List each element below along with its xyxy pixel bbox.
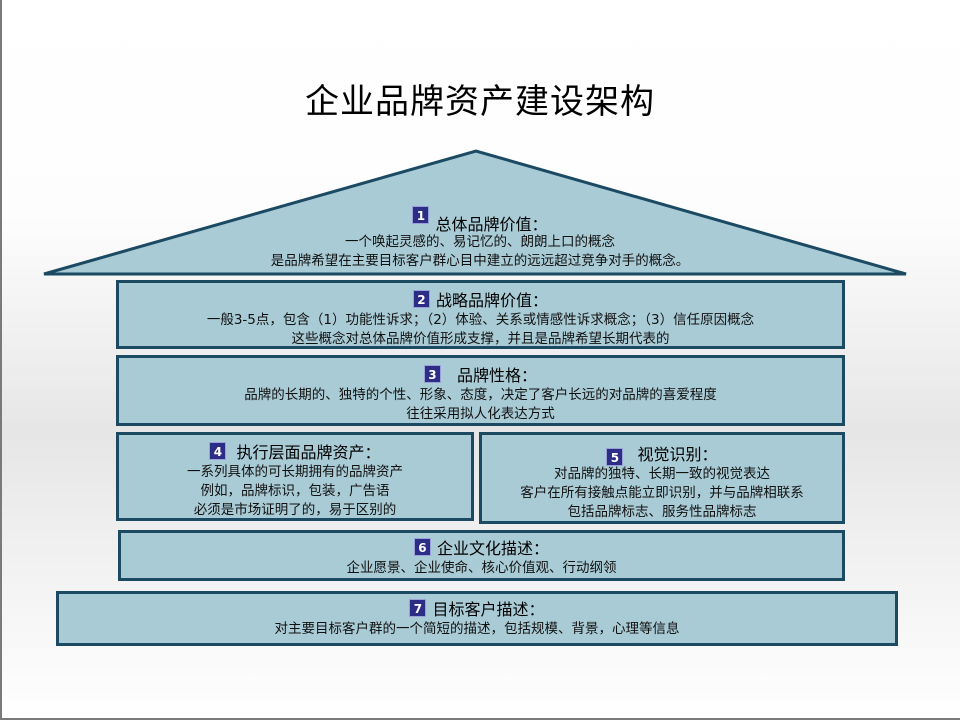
bottom-frame-line (0, 718, 960, 720)
layer-7-number-badge: 7 (409, 599, 427, 617)
layer-5-line: 对品牌的独特、长期一致的视觉表达 (554, 466, 770, 482)
page-title: 企业品牌资产建设架构 (305, 82, 655, 122)
layer-7-title: 目标客户描述： (432, 600, 545, 619)
layer-4-line: 例如，品牌标识，包装，广告语 (200, 483, 390, 499)
layer-6-line: 企业愿景、企业使命、核心价值观、行动纲领 (346, 560, 617, 576)
left-frame-line (0, 0, 2, 720)
layer-5-heading: 5 视觉识别： (606, 441, 718, 466)
layer-1-title: 总体品牌价值： (435, 215, 548, 234)
layer-7-box: 7 目标客户描述： 对主要目标客户群的一个简短的描述，包括规模、背景，心理等信息 (56, 591, 898, 646)
layer-3-heading: 3 品牌性格： (423, 362, 537, 386)
layer-3-line: 品牌的长期的、独特的个性、形象、态度，决定了客户长远的对品牌的喜爱程度 (244, 387, 717, 403)
layer-4-title: 执行层面品牌资产： (236, 443, 381, 462)
layer-6-heading: 6 企业文化描述： (413, 535, 549, 559)
layer-1-line: 一个唤起灵感的、易记忆的、朗朗上口的概念 (345, 234, 615, 250)
layer-3-number-badge: 3 (423, 365, 441, 383)
layer-5-line: 客户在所有接触点能立即识别，并与品牌相联系 (520, 485, 804, 501)
layer-5-number-badge: 5 (606, 448, 624, 466)
layer-7-line: 对主要目标客户群的一个简短的描述，包括规模、背景，心理等信息 (274, 621, 680, 637)
layer-7-heading: 7 目标客户描述： (409, 596, 545, 620)
layer-3-title: 品牌性格： (456, 366, 537, 385)
layer-5-title: 视觉识别： (637, 445, 718, 464)
layer-1: 1 总体品牌价值： 一个唤起灵感的、易记忆的、朗朗上口的概念 是品牌希望在主要目… (0, 203, 960, 271)
layer-1-heading: 1 总体品牌价值： (412, 203, 548, 234)
layer-6-number-badge: 6 (413, 538, 431, 556)
layer-4-line: 一系列具体的可长期拥有的品牌资产 (187, 464, 403, 480)
layer-2-number-badge: 2 (412, 290, 430, 308)
layer-5-box: 5 视觉识别： 对品牌的独特、长期一致的视觉表达 客户在所有接触点能立即识别，并… (479, 432, 845, 524)
layer-1-line: 是品牌希望在主要目标客户群心目中建立的远远超过竞争对手的概念。 (270, 253, 690, 269)
layer-2-line: 一般3-5点，包含（1）功能性诉求；（2）体验、关系或情感性诉求概念；（3）信任… (206, 312, 755, 328)
layer-2-line: 这些概念对总体品牌价值形成支撑，并且是品牌希望长期代表的 (291, 331, 670, 347)
layer-4-line: 必须是市场证明了的，易于区别的 (193, 502, 397, 518)
layer-2-title: 战略品牌价值： (435, 291, 548, 310)
layer-3-line: 往往采用拟人化表达方式 (406, 406, 555, 422)
layer-4-heading: 4 执行层面品牌资产： (209, 439, 381, 463)
layer-4-box: 4 执行层面品牌资产： 一系列具体的可长期拥有的品牌资产 例如，品牌标识，包装，… (116, 432, 474, 521)
layer-3-box: 3 品牌性格： 品牌的长期的、独特的个性、形象、态度，决定了客户长远的对品牌的喜… (116, 355, 845, 426)
layer-6-box: 6 企业文化描述： 企业愿景、企业使命、核心价值观、行动纲领 (118, 530, 845, 581)
layer-5-line: 包括品牌标志、服务性品牌标志 (567, 504, 757, 520)
layer-1-number-badge: 1 (412, 206, 430, 224)
layer-6-title: 企业文化描述： (436, 539, 549, 558)
layer-2-box: 2 战略品牌价值： 一般3-5点，包含（1）功能性诉求；（2）体验、关系或情感性… (116, 280, 845, 349)
layer-2-heading: 2 战略品牌价值： (412, 287, 548, 311)
layer-4-number-badge: 4 (209, 442, 227, 460)
